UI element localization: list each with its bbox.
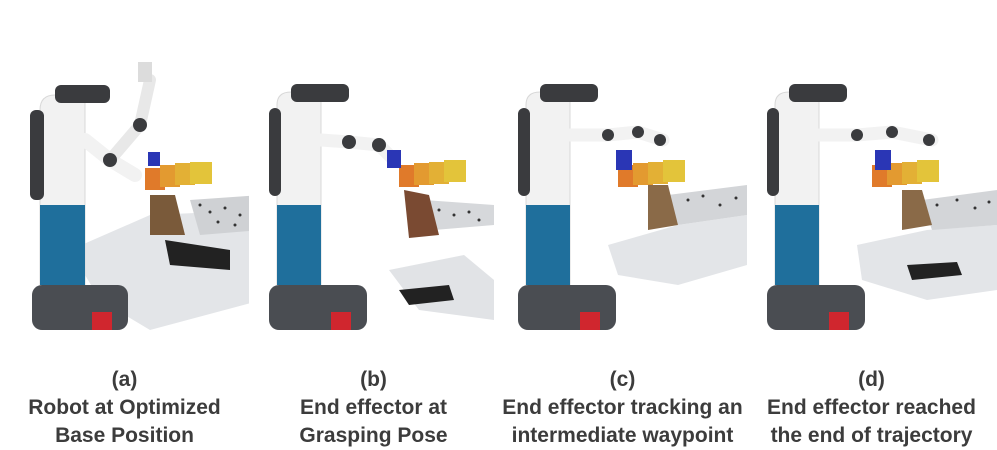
caption-line1-c: End effector tracking an: [502, 396, 743, 419]
robot-scene-d: [767, 84, 997, 330]
panel-a: (a) Robot at Optimized Base Position: [0, 0, 249, 449]
robot-scene-b: [269, 84, 494, 330]
panel-c: (c) End effector tracking an intermediat…: [498, 0, 747, 449]
panel-label-a: (a): [111, 368, 138, 391]
caption-b: (b) End effector at Grasping Pose: [249, 366, 498, 450]
panel-label-b: (b): [360, 368, 387, 391]
caption-c: (c) End effector tracking an intermediat…: [498, 366, 747, 450]
caption-a: (a) Robot at Optimized Base Position: [0, 366, 249, 450]
caption-line2-b: Grasping Pose: [299, 424, 448, 447]
caption-line2-c: intermediate waypoint: [511, 424, 734, 447]
panel-b: (b) End effector at Grasping Pose: [249, 0, 498, 449]
caption-line2-a: Base Position: [55, 424, 194, 447]
caption-line1-a: Robot at Optimized: [28, 396, 221, 419]
caption-line1-d: End effector reached: [767, 396, 976, 419]
panel-label-c: (c): [609, 368, 636, 391]
panel-d: (d) End effector reached the end of traj…: [747, 0, 997, 450]
robot-scene-c: [518, 84, 747, 330]
caption-d: (d) End effector reached the end of traj…: [747, 366, 996, 450]
robot-scene-a: [30, 62, 249, 330]
caption-line1-b: End effector at: [299, 396, 448, 419]
panel-label-d: (d): [858, 368, 885, 391]
caption-line2-d: the end of trajectory: [770, 424, 973, 447]
